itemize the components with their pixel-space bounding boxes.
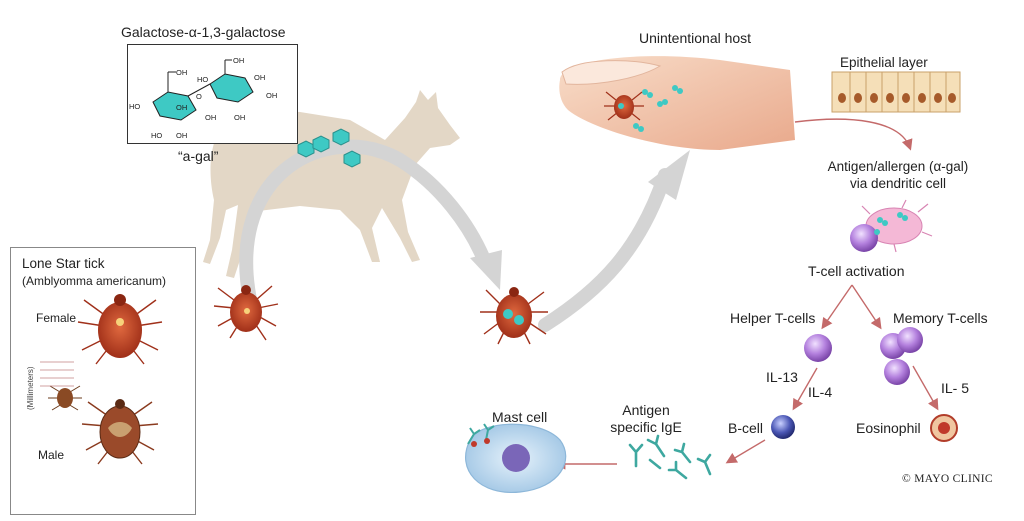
- mast-cell: [465, 423, 567, 493]
- antigen-label-line2: via dendritic cell: [849, 176, 947, 191]
- ring-label: OH: [176, 103, 188, 112]
- eosinophil-label: Eosinophil: [856, 420, 921, 436]
- bcell-label: B-cell: [728, 420, 764, 436]
- ring-label: HO: [151, 131, 163, 140]
- epithelial-layer: [831, 71, 961, 113]
- tick-feeding: [480, 287, 548, 345]
- ring-label: OH: [176, 131, 188, 140]
- antigen-label-line1: Antigen/allergen (α-gal): [827, 159, 969, 174]
- ring-label: OH: [205, 113, 217, 122]
- ring-label: OH: [266, 91, 278, 100]
- host-finger: [559, 56, 795, 150]
- b-cell: [771, 415, 795, 439]
- ring-label: HO: [129, 102, 141, 111]
- molecule-nickname: “a-gal”: [178, 148, 219, 164]
- agal-on-deer: [297, 128, 361, 168]
- helper-tcells-label: Helper T-cells: [730, 310, 816, 326]
- memory-t-cells: [880, 327, 923, 385]
- legend-male-label: Male: [38, 448, 65, 462]
- legend-title: Lone Star tick: [22, 256, 105, 271]
- il13-label: IL-13: [766, 369, 798, 385]
- tick-on-ground: [213, 285, 279, 341]
- ige-antibodies: [628, 434, 712, 480]
- epithelial-label: Epithelial layer: [840, 55, 928, 70]
- ring-label: HO: [197, 75, 209, 84]
- legend-female-label: Female: [36, 311, 77, 325]
- molecule-title: Galactose-α-1,3-galactose: [121, 24, 286, 40]
- helper-t-cells: [804, 334, 832, 362]
- legend-scale-label: (Millimeters): [26, 366, 35, 410]
- tick-on-finger: [604, 91, 644, 121]
- tcell-activation-label: T-cell activation: [808, 263, 905, 279]
- credit: © MAYO CLINIC: [902, 473, 993, 485]
- ring-label: OH: [176, 68, 188, 77]
- host-title: Unintentional host: [639, 30, 752, 46]
- pathway-arrows: [554, 118, 939, 470]
- mast-cell-label: Mast cell: [492, 409, 548, 425]
- ring-label: OH: [234, 113, 246, 122]
- tick-legend: [10, 247, 196, 515]
- ring-label: OH: [233, 56, 245, 65]
- eosinophil: [930, 414, 958, 442]
- dendritic-cell: [850, 199, 933, 253]
- ige-label-line1: Antigen: [622, 402, 670, 418]
- il4-label: IL-4: [808, 384, 833, 400]
- legend-species: (Amblyomma americanum): [22, 274, 167, 288]
- ring-label: O: [196, 92, 202, 101]
- ring-label: OH: [254, 73, 266, 82]
- memory-tcells-label: Memory T-cells: [893, 310, 988, 326]
- ige-label-line2: specific IgE: [610, 419, 682, 435]
- transfer-arrows: [239, 139, 672, 332]
- il5-label: IL- 5: [941, 380, 970, 396]
